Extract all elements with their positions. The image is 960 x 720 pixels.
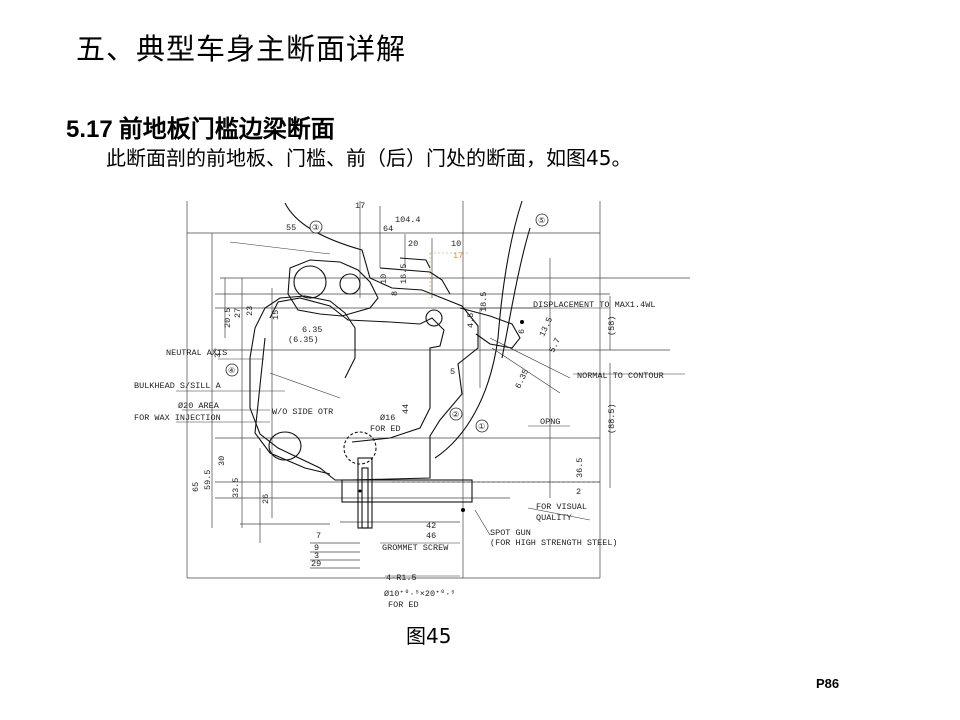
callout-4: ④ xyxy=(228,367,235,376)
sill-section-drawing: 17 104.4 55 64 20 10 17 37 20.5 27 23 6.… xyxy=(134,200,690,610)
dim-23: 23 xyxy=(245,306,255,316)
label-spot-gun: SPOT GUN xyxy=(490,528,531,538)
page-number: P86 xyxy=(816,676,840,691)
label-bulkhead: BULKHEAD S/SILL A xyxy=(134,381,222,391)
label-high-strength: (FOR HIGH STRENGTH STEEL) xyxy=(490,538,618,548)
dim-30: 30 xyxy=(217,456,227,466)
dim-10b: 10 xyxy=(379,274,389,284)
subsection-number: 5.17 xyxy=(66,116,113,143)
dim-29: 29 xyxy=(311,559,321,569)
dim-3: 3 xyxy=(314,551,319,561)
label-displacement: DISPLACEMENT TO MAX1.4WL xyxy=(533,300,655,310)
label-grommet-screw: GROMMET SCREW xyxy=(382,543,449,553)
figure-caption: 图45 xyxy=(406,624,452,648)
dim-104-4: 104.4 xyxy=(395,215,421,225)
label-area: Ø20 AREA xyxy=(178,401,220,411)
dim-20: 20 xyxy=(408,239,418,249)
dim-17b: 17 xyxy=(453,251,463,261)
dim-5: 5 xyxy=(450,367,455,377)
dim-44: 44 xyxy=(401,404,411,414)
dim-26: 26 xyxy=(261,494,271,504)
label-wax-injection: FOR WAX INJECTION xyxy=(134,413,221,423)
label-normal-contour: NORMAL TO CONTOUR xyxy=(577,371,664,381)
dim-6-35c: 6.35 xyxy=(513,368,531,391)
dim-8: 8 xyxy=(390,291,400,296)
section-title: 五、典型车身主断面详解 xyxy=(76,32,407,66)
dim-27: 27 xyxy=(233,308,243,318)
dim-33-5: 33.5 xyxy=(231,478,241,498)
dim-88-5: (88.5) xyxy=(607,403,617,434)
label-neutral-axis: NEUTRAL AXIS xyxy=(166,348,227,358)
dim-65: 65 xyxy=(191,482,201,492)
dim-59-5: 59.5 xyxy=(203,470,213,490)
callout-1: ① xyxy=(478,423,485,432)
dim-4-5: 4.5 xyxy=(466,313,476,328)
dim-6-35: 6.35 xyxy=(302,325,322,335)
dim-20-5: 20.5 xyxy=(223,308,233,328)
dim-9: 9 xyxy=(314,543,319,553)
dim-64: 64 xyxy=(383,224,393,234)
dim-7: 7 xyxy=(316,531,321,541)
label-quality: QUALITY xyxy=(536,513,572,523)
dim-55: 55 xyxy=(286,223,296,233)
dim-58: (58) xyxy=(607,316,617,336)
label-opng: OPNG xyxy=(540,417,560,427)
dim-17: 17 xyxy=(355,201,365,211)
label-for-visual: FOR VISUAL xyxy=(536,502,587,512)
label-r15: 4-R1.5 xyxy=(386,573,417,583)
dim-6: 6 xyxy=(517,329,527,334)
dim-16-5: 16.5 xyxy=(399,264,409,284)
dim-46: 46 xyxy=(426,531,436,541)
dim-10: 10 xyxy=(451,239,461,249)
dim-phi16: Ø16 xyxy=(380,413,395,423)
dim-15: 15 xyxy=(271,310,281,320)
dim-13-5: 13.5 xyxy=(537,316,555,339)
dim-36-5: 36.5 xyxy=(575,458,585,478)
dim-6-35-ref: (6.35) xyxy=(288,335,319,345)
subsection-name: 前地板门槛边梁断面 xyxy=(118,115,335,143)
label-wo-side: W/O SIDE OTR xyxy=(272,407,333,417)
dim-2: 2 xyxy=(576,487,581,497)
callout-3: ③ xyxy=(312,224,319,233)
label-hole: Ø10⁺⁰·⁵×20⁺⁰·⁵ xyxy=(384,589,455,599)
label-for-ed: FOR ED xyxy=(370,424,401,434)
dim-37: 37 xyxy=(213,348,223,358)
dim-18-5: 18.5 xyxy=(479,292,489,312)
label-for-ed-2: FOR ED xyxy=(388,600,419,610)
callout-2: ② xyxy=(452,411,459,420)
dim-42: 42 xyxy=(426,521,436,531)
description-text: 此断面剖的前地板、门槛、前（后）门处的断面，如图45。 xyxy=(106,146,632,170)
callout-5: ⑤ xyxy=(538,217,545,226)
